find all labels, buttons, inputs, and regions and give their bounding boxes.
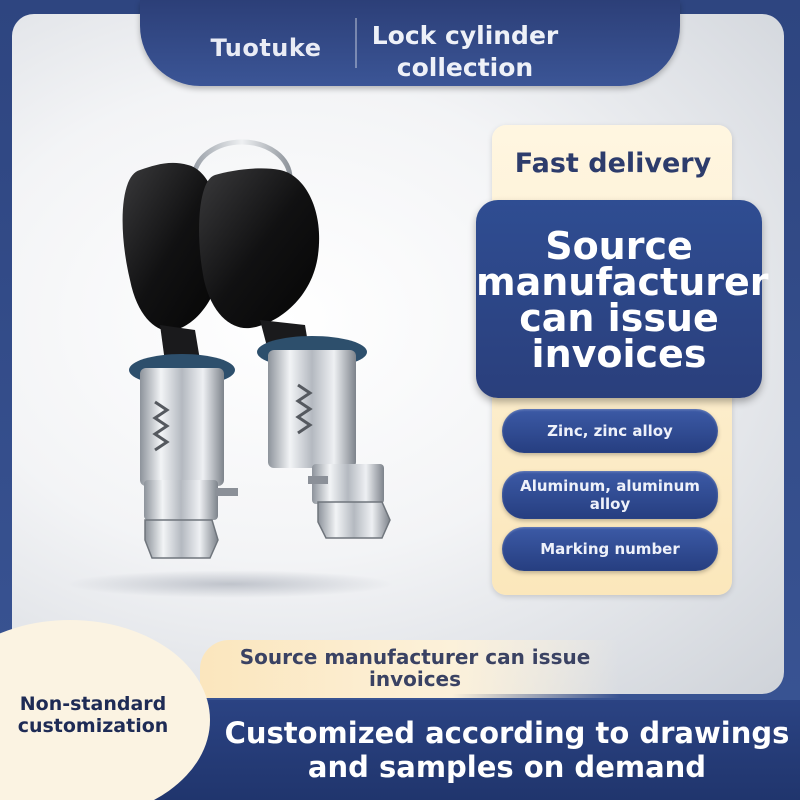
cylinder-body-left [140, 368, 224, 486]
collection-title: Lock cylinder collection [371, 21, 559, 82]
source-manufacturer-headline: Source manufacturer can issue invoices [476, 224, 769, 376]
bottom-headline: Customized according to drawings and sam… [224, 716, 790, 784]
invoice-strip [200, 640, 620, 698]
invoice-strip-text: Source manufacturer can issue invoices [239, 645, 591, 691]
fast-delivery-label: Fast delivery [514, 148, 712, 179]
customization-badge-text: Non-standard customization [17, 693, 169, 737]
source-manufacturer-card [476, 200, 762, 398]
key-head-right [199, 168, 320, 329]
material-pill-zinc: Zinc, zinc alloy [502, 409, 718, 453]
product-shadow [65, 570, 395, 598]
marking-number-pill: Marking number [502, 527, 718, 571]
brand-name: Tuotuke [210, 34, 322, 62]
lock-cylinder-product-image [122, 139, 391, 559]
header-tab [140, 0, 680, 86]
key-head-left [122, 162, 223, 331]
header-divider [355, 18, 357, 68]
material-pill-aluminum: Aluminum, aluminum alloy [502, 471, 718, 519]
